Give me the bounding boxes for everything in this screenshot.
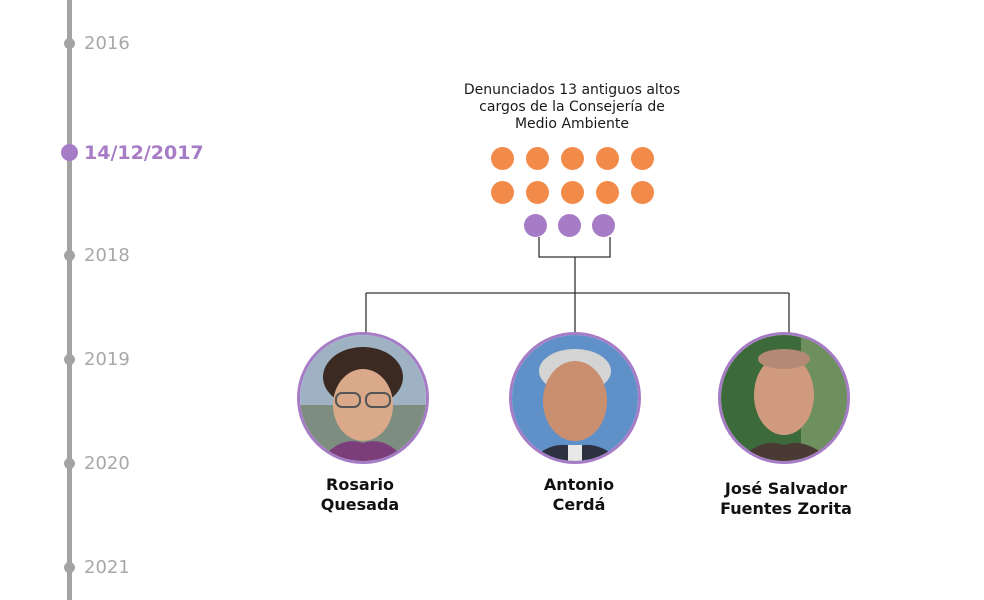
bracket-line — [538, 237, 611, 258]
accused-dot-orange — [631, 147, 654, 170]
timeline-axis — [67, 0, 72, 600]
accused-dot-orange — [491, 147, 514, 170]
timeline-dot — [64, 458, 75, 469]
timeline-label: 2020 — [84, 453, 130, 474]
accused-dot-orange — [561, 180, 584, 204]
timeline-dot — [64, 38, 75, 49]
accused-dot-orange — [491, 180, 514, 204]
caption-line: Denunciados 13 antiguos altos — [463, 82, 681, 98]
portrait-rosario-quesada — [297, 332, 429, 464]
accused-dot-purple — [524, 214, 547, 237]
person-name-antonio-cerda: Antonio Cerdá — [543, 475, 615, 514]
portrait-antonio-cerda — [509, 332, 641, 464]
accused-dot-purple — [558, 214, 581, 237]
timeline-label-active: 14/12/2017 — [84, 142, 204, 164]
timeline-label: 2018 — [84, 245, 130, 266]
accused-dot-orange — [526, 147, 549, 170]
timeline-dot — [64, 250, 75, 261]
timeline-dot-active — [61, 144, 78, 161]
accused-dot-orange — [561, 147, 584, 170]
timeline-label: 2016 — [84, 33, 130, 54]
timeline-label: 2021 — [84, 557, 130, 578]
caption-line: cargos de la Consejería de — [479, 99, 665, 115]
accused-dot-orange — [526, 180, 549, 204]
timeline-dot — [64, 354, 75, 365]
caption-line: Medio Ambiente — [514, 116, 630, 132]
portrait-jose-salvador-fuentes-zorita — [718, 332, 850, 464]
accused-dot-orange — [596, 180, 619, 204]
timeline-dot — [64, 562, 75, 573]
person-name-jose-salvador-fuentes-zorita: José Salvador Fuentes Zorita — [720, 479, 852, 518]
person-name-rosario-quesada: Rosario Quesada — [320, 475, 400, 514]
group-caption: Denunciados 13 antiguos altos cargos de … — [452, 82, 692, 133]
accused-dot-purple — [592, 214, 615, 237]
timeline-label: 2019 — [84, 349, 130, 370]
accused-dot-orange — [631, 180, 654, 204]
accused-dot-orange — [596, 147, 619, 170]
